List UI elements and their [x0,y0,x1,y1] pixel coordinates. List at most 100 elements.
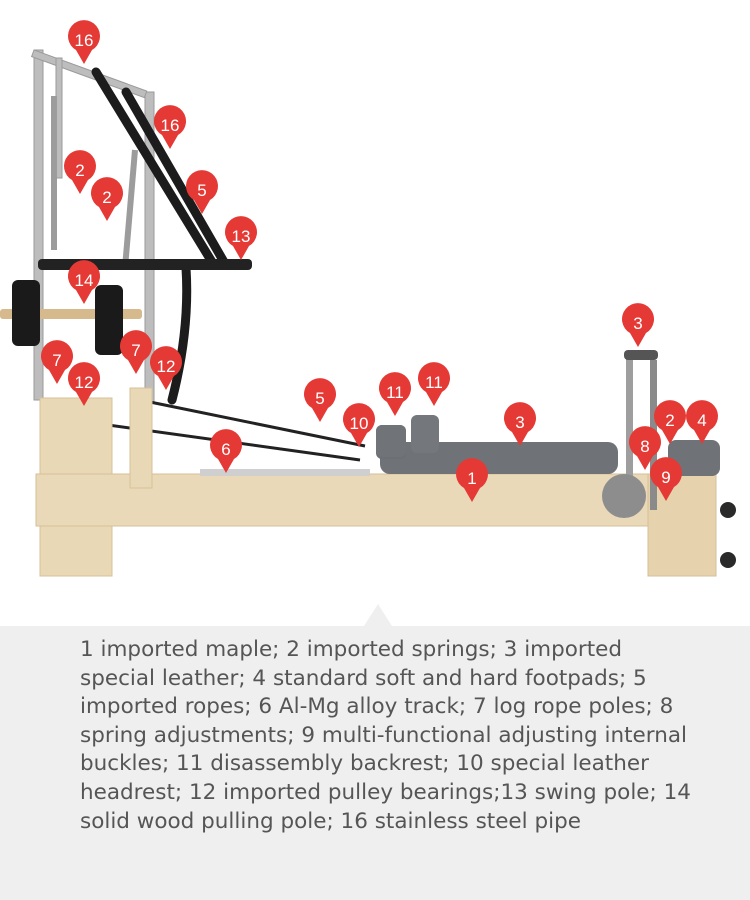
wheels [720,502,736,568]
caption-text: 1 imported maple; 2 imported springs; 3 … [80,637,691,834]
marker-number: 14 [75,271,94,290]
marker-pin [224,216,258,260]
strap-diagonal-a [91,67,217,267]
carriage-top [380,442,618,474]
marker-2: 2 [64,150,96,194]
footbar-bracket [602,474,646,518]
marker-pin [629,426,661,470]
alloy-track [200,469,370,476]
marker-number: 11 [425,373,443,392]
marker-number: 2 [75,161,84,180]
marker-number: 7 [131,341,140,360]
marker-11: 11 [418,362,450,406]
frame-leg-right [647,473,717,577]
marker-pin [418,362,450,406]
marker-pin [456,458,488,502]
handles [12,280,123,355]
marker-12: 12 [68,362,100,406]
marker-9: 9 [650,457,682,501]
marker-8: 8 [629,426,661,470]
marker-number: 3 [633,314,642,333]
marker-pin [343,403,375,447]
maple-frame [35,387,717,577]
marker-14: 14 [68,260,100,304]
backrest-right [411,415,439,453]
carriage [376,415,618,474]
marker-number: 10 [350,414,369,433]
marker-pin [504,402,536,446]
footbar-bar [624,350,658,360]
caption-notch [364,604,392,626]
marker-number: 7 [52,351,61,370]
marker-16: 16 [154,105,187,149]
marker-pin [150,346,183,390]
marker-number: 16 [75,31,94,50]
spring-middle [122,149,138,269]
marker-pin [686,400,718,444]
footbar-post-left [626,358,633,508]
strap-diagonal-b [121,87,229,267]
marker-number: 5 [197,181,206,200]
wheel-lower [720,552,736,568]
caption-panel [0,626,750,900]
footpad [668,440,720,476]
marker-5: 5 [303,378,336,422]
marker-10: 10 [343,403,375,447]
marker-pin [654,400,686,444]
rope-upper [149,400,366,448]
marker-pin [209,429,242,473]
marker-number: 12 [157,357,176,376]
marker-7: 7 [120,330,152,374]
marker-6: 6 [209,429,242,473]
marker-number: 8 [640,437,649,456]
wheel-upper [720,502,736,518]
marker-11: 11 [379,372,411,416]
marker-number: 4 [697,411,706,430]
backrest-left [376,425,406,457]
tower-straps [91,67,229,405]
marker-2: 2 [654,400,686,444]
handle-left [12,280,40,346]
tower-post-left [33,49,44,401]
marker-12: 12 [150,346,183,390]
marker-pin [41,340,73,384]
tower-frame [30,49,155,403]
marker-16: 16 [68,20,100,64]
marker-pin [68,260,100,304]
marker-pin [68,20,100,64]
marker-pin [650,457,682,501]
marker-pin [622,303,654,347]
marker-13: 13 [224,216,258,260]
marker-number: 2 [665,411,674,430]
marker-7: 7 [41,340,73,384]
marker-number: 3 [515,413,524,432]
marker-pin [91,177,124,221]
frame-post-mid [129,387,153,489]
handle-right [95,285,123,355]
marker-1: 1 [456,458,488,502]
marker-number: 16 [161,116,180,135]
marker-pin [186,170,219,214]
marker-pin [154,105,187,149]
marker-number: 1 [467,469,476,488]
marker-number: 12 [75,373,94,392]
strap-hanging [167,263,192,405]
marker-number: 2 [102,188,111,207]
marker-4: 4 [686,400,718,444]
marker-number: 11 [386,383,404,402]
marker-3: 3 [622,303,654,347]
marker-5: 5 [186,170,219,214]
marker-2: 2 [91,177,124,221]
tower-springs [51,96,138,269]
marker-pin [379,372,411,416]
marker-number: 5 [315,389,324,408]
marker-number: 13 [232,227,251,246]
marker-pin [64,150,96,194]
marker-number: 6 [221,440,230,459]
marker-3: 3 [504,402,536,446]
marker-pin [68,362,100,406]
marker-pin [303,378,336,422]
marker-pin [120,330,152,374]
